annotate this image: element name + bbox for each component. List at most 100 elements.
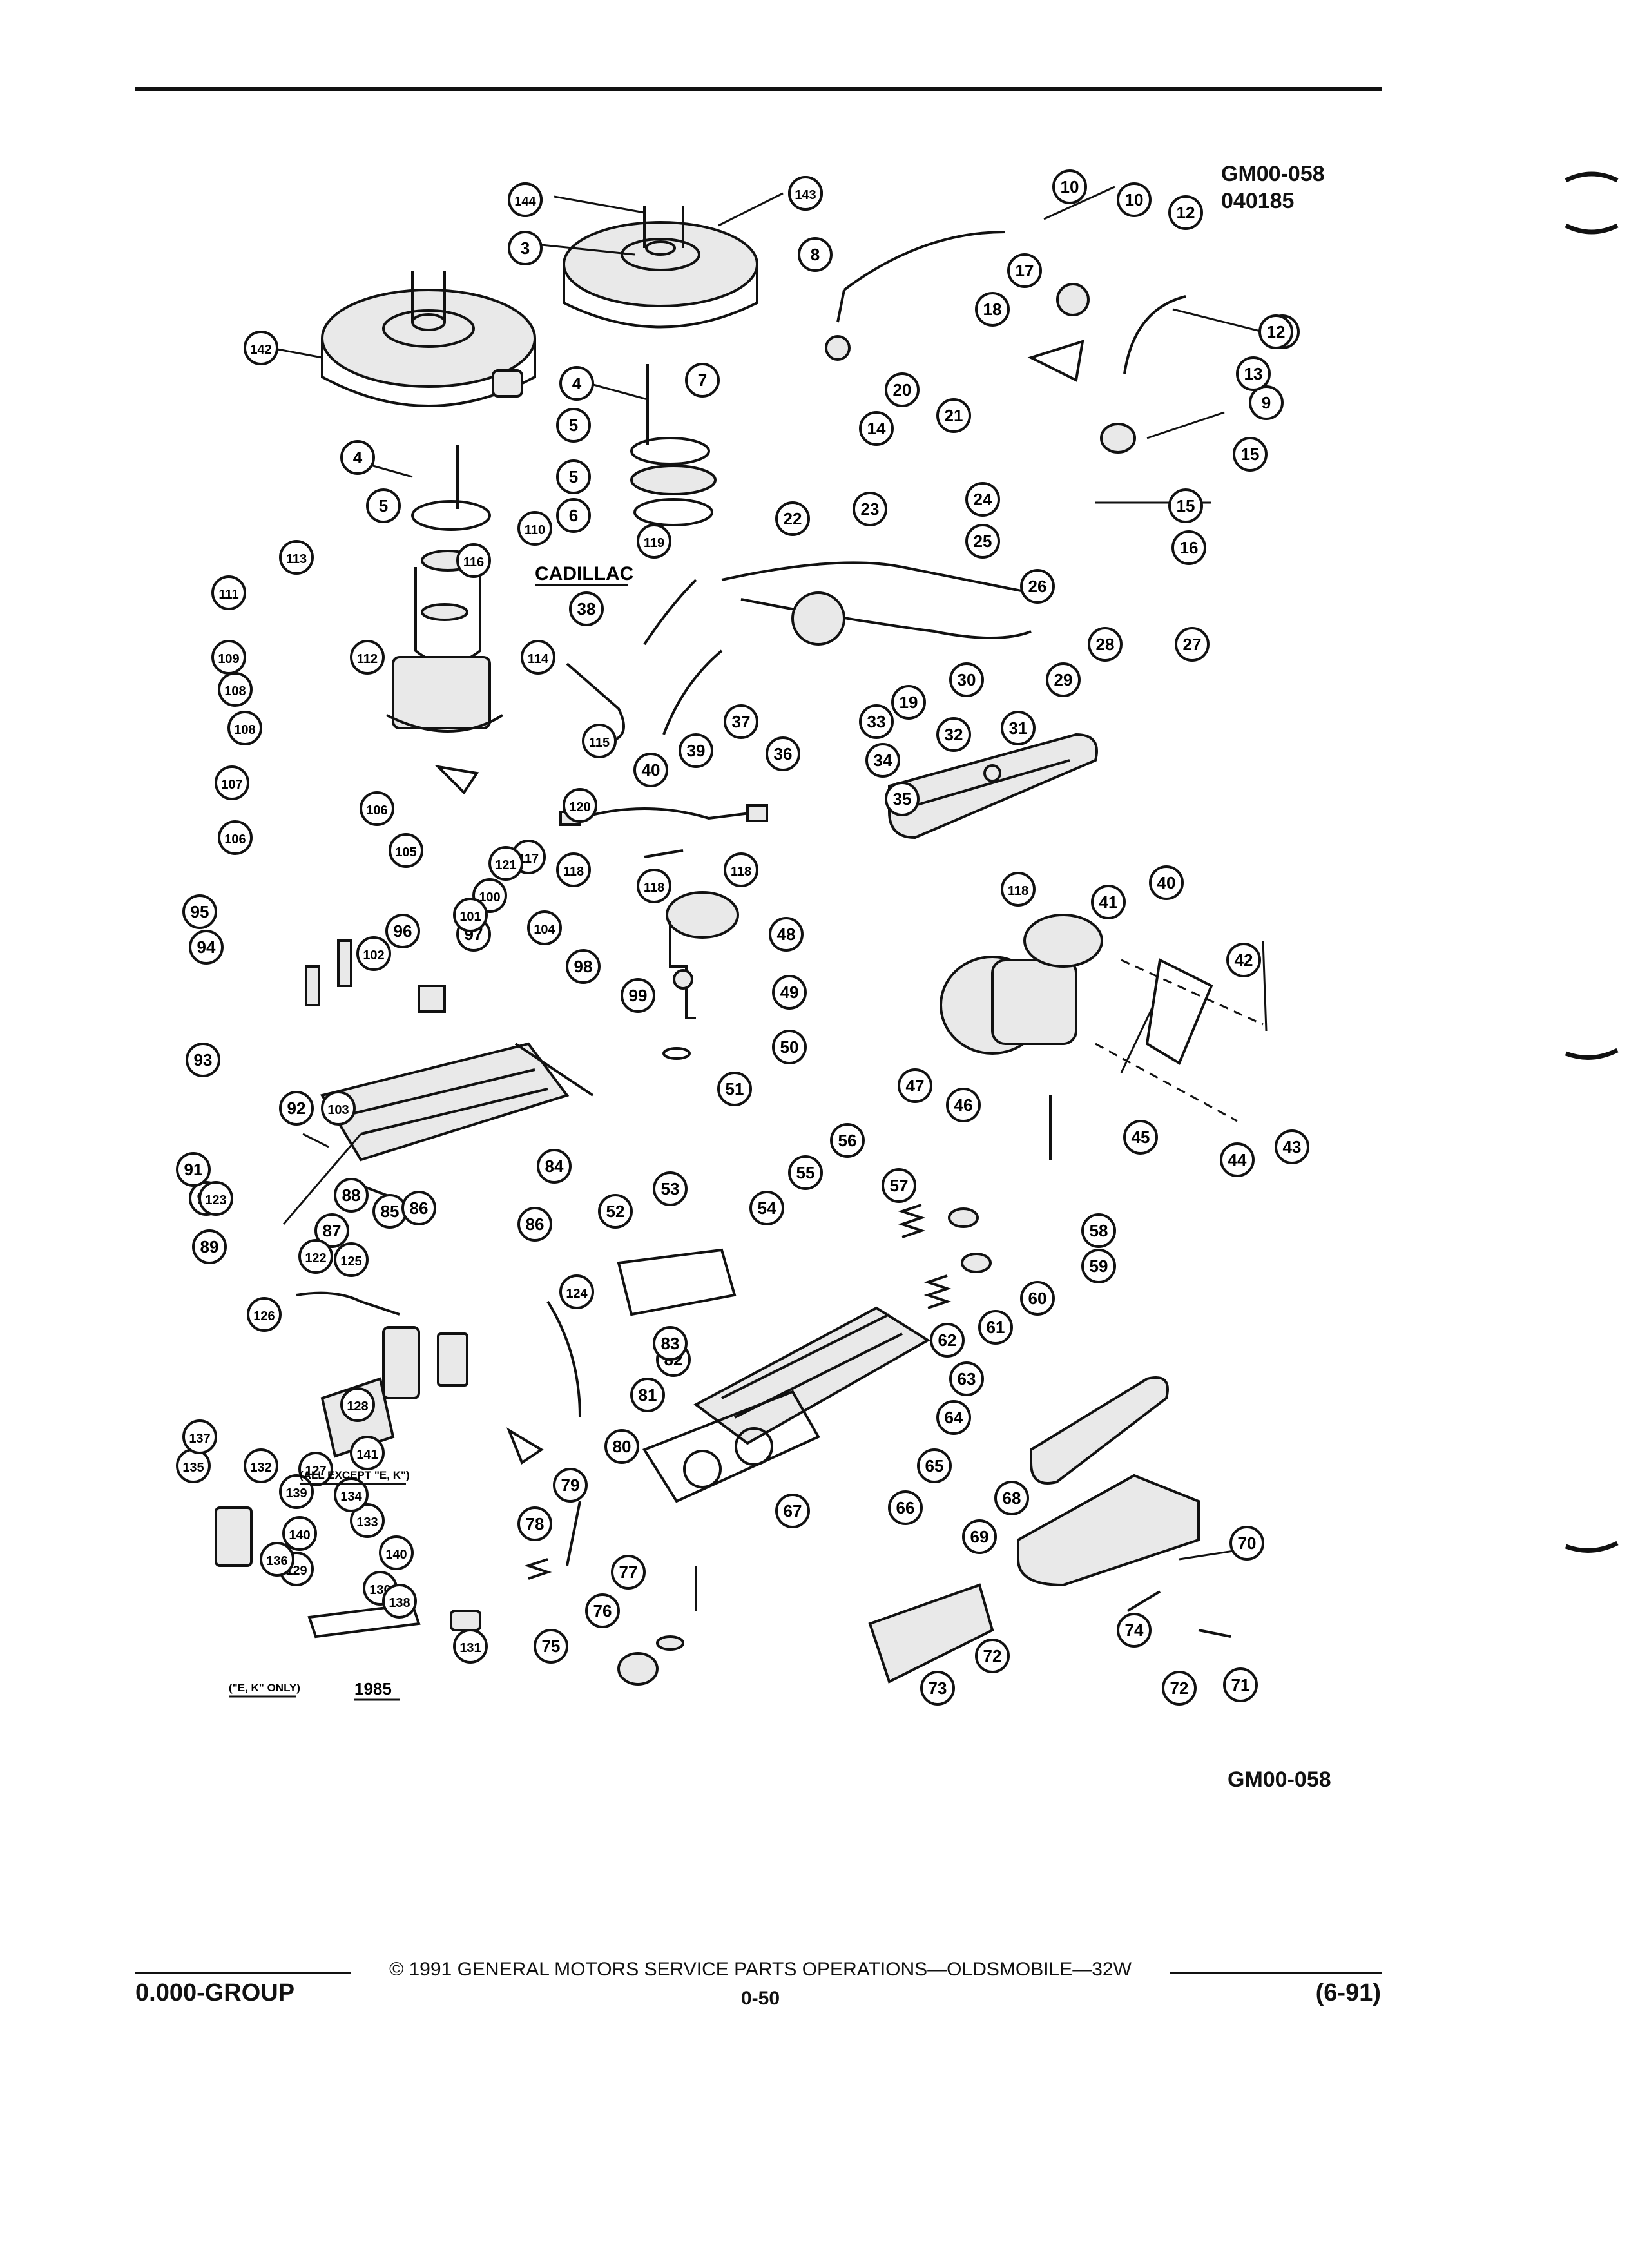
callout-113: 113 [279, 540, 314, 575]
svg-text:86: 86 [526, 1215, 545, 1234]
svg-text:44: 44 [1228, 1150, 1247, 1169]
footer-rule-right [1170, 1972, 1382, 1974]
svg-text:100: 100 [479, 890, 500, 905]
pcv-tubes [825, 231, 1186, 454]
callout-22: 22 [775, 501, 810, 536]
svg-text:12: 12 [1267, 322, 1286, 341]
callout-70: 70 [1229, 1526, 1264, 1561]
callout-6: 6 [556, 498, 591, 533]
svg-text:144: 144 [514, 195, 536, 209]
svg-text:28: 28 [1096, 635, 1115, 654]
svg-text:143: 143 [795, 188, 816, 202]
svg-text:134: 134 [340, 1490, 362, 1504]
callout-5: 5 [366, 488, 401, 523]
svg-text:61: 61 [987, 1318, 1005, 1337]
callout-64: 64 [936, 1400, 971, 1435]
svg-text:111: 111 [218, 588, 238, 602]
callout-99: 99 [621, 978, 655, 1013]
copyright-text: © 1991 GENERAL MOTORS SERVICE PARTS OPER… [389, 1959, 1132, 1980]
callout-76: 76 [585, 1593, 620, 1628]
callout-bubbles: 1123445556789101011121213141515161718192… [176, 169, 1309, 1706]
throttle-body [386, 550, 504, 795]
svg-text:131: 131 [459, 1641, 481, 1655]
callout-59: 59 [1081, 1249, 1116, 1283]
callout-124: 124 [559, 1274, 594, 1309]
label-ek-only: ("E, K" ONLY) [229, 1682, 300, 1694]
svg-text:33: 33 [867, 712, 886, 731]
callout-141: 141 [350, 1436, 385, 1470]
valve-springs [898, 1204, 992, 1309]
svg-text:62: 62 [938, 1331, 957, 1350]
label-all-except: (ALL EXCEPT "E, K") [300, 1469, 410, 1481]
callout-15: 15 [1233, 437, 1268, 472]
callout-26: 26 [1020, 569, 1055, 604]
lower-left-components [215, 1291, 544, 1639]
callout-140: 140 [282, 1516, 317, 1551]
callout-109: 109 [211, 640, 246, 675]
callout-30: 30 [949, 662, 984, 697]
svg-text:84: 84 [545, 1157, 564, 1176]
svg-text:118: 118 [1008, 884, 1028, 898]
svg-text:137: 137 [189, 1432, 210, 1446]
callout-54: 54 [749, 1191, 784, 1225]
svg-text:64: 64 [945, 1408, 963, 1427]
page-number: 0-50 [740, 1988, 780, 2009]
starter-motor [940, 914, 1264, 1160]
callout-108: 108 [218, 672, 253, 707]
svg-text:13: 13 [1244, 364, 1263, 383]
callout-116: 116 [456, 543, 491, 578]
callout-43: 43 [1275, 1129, 1309, 1164]
svg-text:116: 116 [463, 555, 484, 570]
callout-68: 68 [994, 1481, 1029, 1515]
callout-133: 133 [350, 1503, 385, 1538]
svg-text:108: 108 [234, 723, 255, 737]
svg-text:115: 115 [589, 736, 610, 750]
callout-101: 101 [453, 898, 488, 932]
callout-20: 20 [885, 372, 920, 407]
svg-text:105: 105 [395, 845, 416, 860]
svg-text:5: 5 [569, 416, 578, 435]
svg-text:54: 54 [758, 1198, 776, 1218]
callout-74: 74 [1117, 1613, 1152, 1648]
callout-13: 13 [1236, 356, 1271, 391]
callout-66: 66 [888, 1490, 923, 1525]
diagram-ref-code-bottom: GM00-058 [1228, 1767, 1331, 1792]
callout-103: 103 [321, 1091, 356, 1126]
svg-text:92: 92 [287, 1099, 306, 1118]
callout-118: 118 [637, 869, 671, 903]
callout-132: 132 [244, 1448, 278, 1483]
svg-text:101: 101 [459, 910, 481, 924]
callout-135: 135 [176, 1448, 211, 1483]
callout-87: 87 [314, 1213, 349, 1248]
callout-98: 98 [566, 949, 601, 984]
svg-text:88: 88 [342, 1186, 361, 1205]
callout-92: 92 [279, 1091, 314, 1126]
callout-32: 32 [936, 717, 971, 752]
callout-75: 75 [534, 1629, 568, 1664]
svg-text:118: 118 [563, 865, 584, 879]
svg-text:5: 5 [569, 467, 578, 486]
svg-text:38: 38 [577, 599, 596, 619]
svg-text:46: 46 [954, 1095, 973, 1115]
callout-39: 39 [679, 733, 713, 768]
svg-text:107: 107 [221, 778, 242, 792]
callout-128: 128 [340, 1387, 375, 1422]
svg-text:37: 37 [732, 712, 751, 731]
callout-50: 50 [772, 1030, 807, 1064]
svg-text:80: 80 [613, 1437, 631, 1456]
svg-text:40: 40 [1157, 873, 1176, 892]
svg-text:93: 93 [194, 1050, 213, 1070]
svg-text:66: 66 [896, 1498, 915, 1517]
group-label: 0.000-GROUP [135, 1979, 295, 2006]
svg-text:126: 126 [253, 1309, 275, 1323]
callout-40: 40 [633, 753, 668, 787]
callout-84: 84 [537, 1149, 572, 1184]
label-cadillac: CADILLAC [535, 563, 633, 584]
callout-44: 44 [1220, 1142, 1255, 1177]
callout-95: 95 [182, 894, 217, 929]
callout-86: 86 [401, 1191, 436, 1225]
svg-text:132: 132 [250, 1461, 271, 1475]
svg-text:73: 73 [929, 1678, 947, 1698]
callout-138: 138 [382, 1584, 417, 1619]
